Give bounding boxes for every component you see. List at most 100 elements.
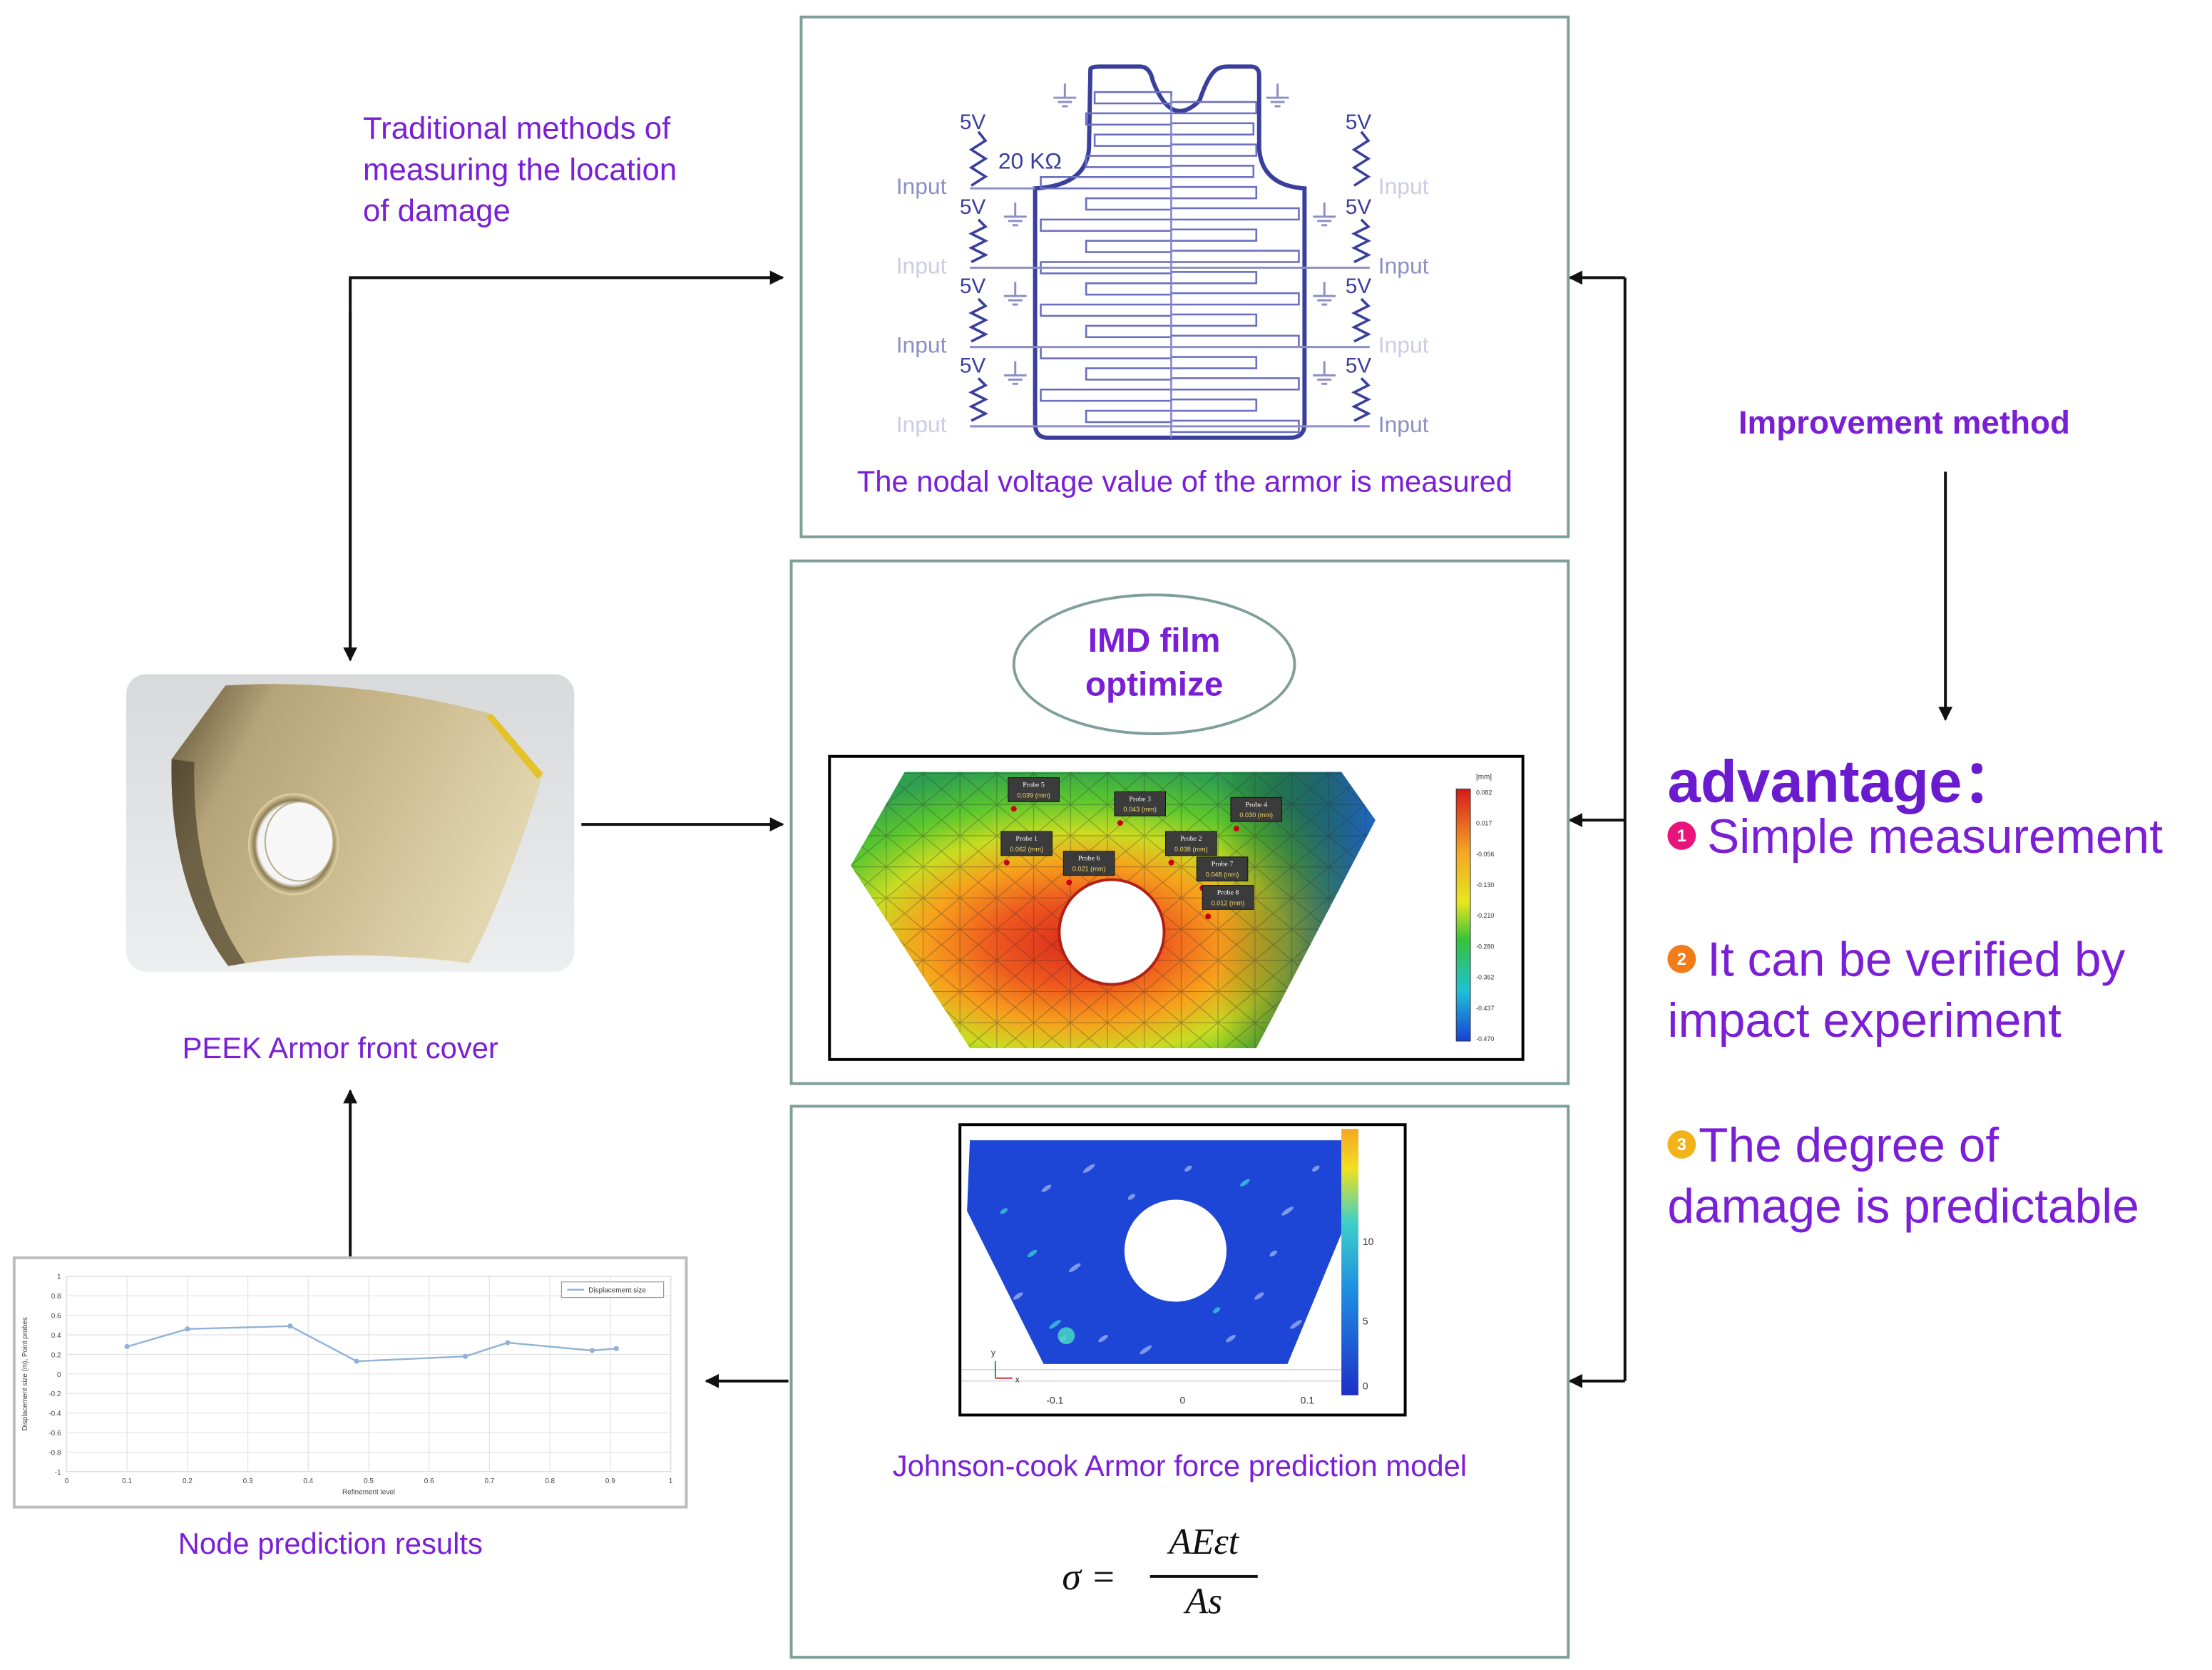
probe-value: 0.043 (mm)	[1123, 806, 1157, 813]
vest-bar-right	[1170, 207, 1300, 221]
chart-y-tick: -0.2	[48, 1390, 61, 1398]
probe-name: Probe 3	[1129, 795, 1151, 803]
peek-caption: PEEK Armor front cover	[182, 1033, 498, 1065]
voltage-label: 5V	[1346, 354, 1372, 377]
voltage-label: 5V	[960, 195, 986, 219]
imd-colorbar-tick: -0.130	[1476, 881, 1494, 888]
chart-point	[287, 1323, 293, 1329]
input-label-left: Input	[896, 173, 947, 199]
vest-bar-right	[1170, 377, 1300, 391]
vest-caption: The nodal voltage value of the armor is …	[856, 466, 1512, 499]
resistor-zigzag	[968, 297, 988, 343]
ground-icon	[1003, 203, 1027, 227]
chart-x-tick: 1	[669, 1477, 673, 1485]
jc-formula: σ = AEεt As	[1062, 1521, 1317, 1634]
damage-speckle	[1269, 1250, 1277, 1257]
vest-bar-right	[1170, 122, 1255, 136]
damage-speckle	[1013, 1292, 1023, 1300]
ground-icon	[1313, 203, 1336, 227]
ground-icon	[1003, 361, 1027, 385]
chart-x-tick: 0.5	[364, 1477, 374, 1485]
probe-point	[1010, 806, 1017, 812]
damage-speckle	[1068, 1263, 1081, 1273]
chart-y-tick: 0.2	[51, 1351, 61, 1359]
vest-bar-right	[1170, 165, 1255, 178]
improvement-method-label: Improvement method	[1738, 404, 2070, 441]
grounds	[1003, 83, 1336, 385]
imd-unit: [mm]	[1476, 774, 1492, 782]
vest-bar-left	[1093, 133, 1172, 147]
imd-title-line-2: optimize	[1085, 665, 1224, 705]
chart-legend: Displacement size	[560, 1281, 665, 1298]
chart-x-tick: 0.7	[485, 1477, 495, 1485]
chart-x-tick: 0	[65, 1477, 69, 1485]
jc-x-tick: 0.1	[1301, 1395, 1315, 1406]
input-label-right: Input	[1378, 332, 1429, 358]
traditional-line-3: of damage	[363, 193, 511, 228]
damage-speckle	[1312, 1165, 1320, 1172]
resistor-zigzag	[968, 377, 988, 422]
probe-point	[1117, 820, 1123, 826]
vest-bar-left	[1085, 409, 1172, 424]
damage-speckle	[1140, 1345, 1152, 1355]
advantage-3-line-2: damage is predictable	[1667, 1179, 2139, 1234]
chart-y-tick: 0.8	[51, 1293, 61, 1301]
vest-bar-right	[1170, 250, 1300, 263]
peek-image-card	[126, 674, 575, 972]
probe-value: 0.048 (mm)	[1206, 871, 1239, 878]
probe-point	[1003, 859, 1010, 866]
vest-bar-right	[1170, 143, 1258, 157]
damage-speckle	[1226, 1335, 1236, 1343]
damage-speckle	[1127, 1194, 1135, 1200]
damage-speckle	[1290, 1320, 1302, 1329]
vest-bar-right	[1170, 292, 1300, 306]
damage-speckle	[1184, 1165, 1192, 1172]
damage-speckle	[1098, 1335, 1108, 1343]
damage-speckle	[1082, 1164, 1095, 1174]
probe-name: Probe 7	[1212, 861, 1234, 869]
jc-colorbar-tick: 5	[1363, 1315, 1368, 1326]
probe-point	[1066, 879, 1072, 886]
probe-label: Probe 10.062 (mm)	[1000, 831, 1053, 866]
resistor-zigzag	[968, 130, 988, 187]
imd-title: IMD film optimize	[1013, 619, 1296, 707]
peek-shell-edge	[486, 714, 543, 779]
jc-caption: Johnson-cook Armor force prediction mode…	[892, 1450, 1468, 1483]
voltage-label: 5V	[960, 354, 986, 377]
bullet-2-icon: 2	[1667, 944, 1696, 973]
chart-y-tick: 1	[57, 1274, 61, 1281]
imd-colorbar-tick: 0.017	[1476, 820, 1492, 827]
chart-x-tick: 0.8	[545, 1477, 555, 1485]
resistors	[968, 130, 1371, 422]
probe-point	[1233, 826, 1239, 832]
peek-shell-shadow	[171, 759, 246, 966]
imd-heatmap: Probe 50.039 (mm)Probe 30.043 (mm)Probe …	[851, 772, 1494, 1048]
vest-bar-right	[1170, 398, 1258, 412]
vest-bar-left	[1085, 282, 1172, 296]
jc-damage-speckles	[1000, 1164, 1320, 1355]
chart-point	[185, 1326, 190, 1332]
vest-bar-left	[1085, 240, 1172, 253]
imd-colorbar	[1455, 788, 1471, 1042]
traditional-line-1: Traditional methods of	[363, 110, 671, 146]
chart-x-tick: 0.4	[303, 1477, 313, 1485]
damage-speckle	[1000, 1208, 1008, 1214]
jc-axis-y-label: y	[991, 1348, 995, 1358]
jc-colorbar-tick: 10	[1363, 1236, 1374, 1247]
probe-value: 0.038 (mm)	[1174, 846, 1208, 853]
imd-colorbar-tick: -0.280	[1476, 943, 1494, 950]
advantage-1-line-1: Simple measurement	[1707, 810, 2163, 864]
advantage-title: advantage：	[1667, 747, 2022, 815]
ground-icon	[1266, 83, 1289, 108]
ground-icon	[1053, 83, 1077, 108]
probe-name: Probe 8	[1217, 888, 1239, 896]
resistor-zigzag	[968, 218, 988, 264]
jc-colorbar-tick: 0	[1363, 1380, 1368, 1392]
traditional-methods-label: Traditional methods of measuring the loc…	[363, 108, 677, 231]
imd-panel: IMD film optimize	[789, 559, 1570, 1085]
imd-colorbar-tick: -0.056	[1476, 851, 1494, 858]
